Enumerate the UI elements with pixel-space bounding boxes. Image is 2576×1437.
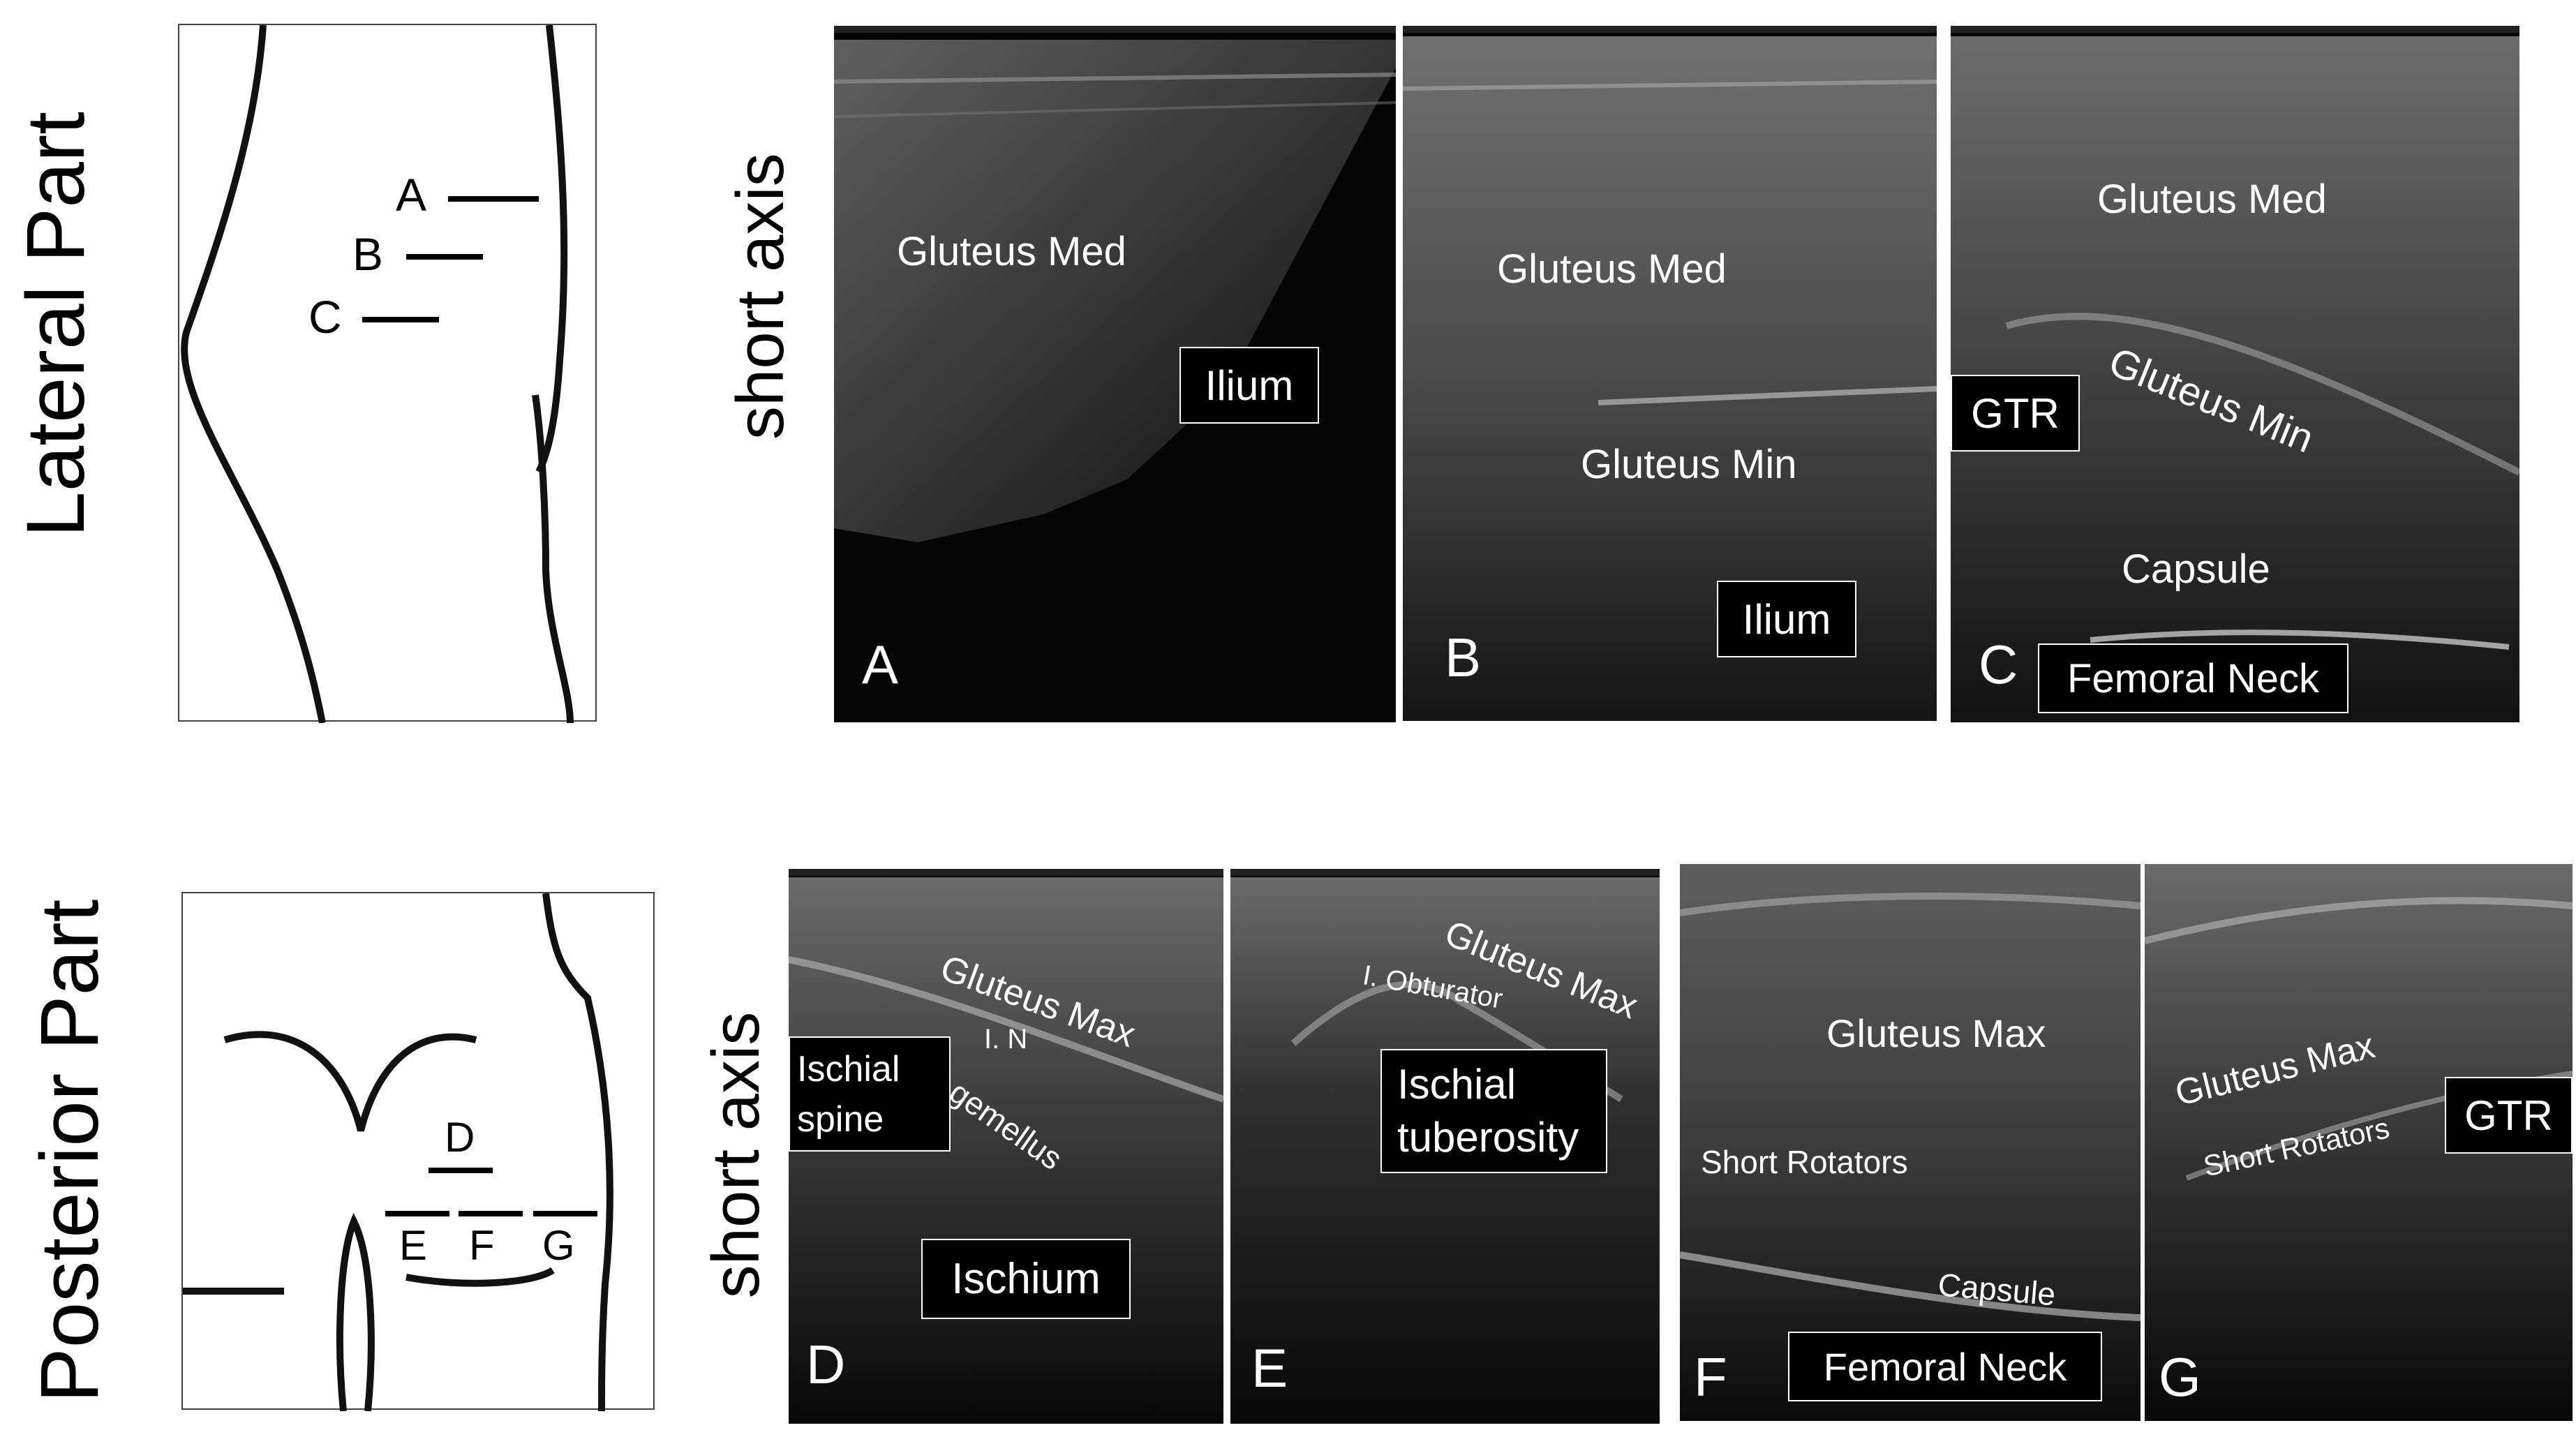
label-gluteus-med: Gluteus Med (1497, 246, 1727, 292)
ultrasound-image-a: Gluteus Med Ilium A (834, 26, 1396, 722)
label-ischial-tuberosity: Ischial tuberosity (1380, 1049, 1607, 1173)
label-gluteus-med: Gluteus Med (897, 229, 1126, 274)
marker-label-d: D (445, 1114, 475, 1161)
image-letter-b: B (1445, 627, 1482, 688)
ultrasound-image-e: Gluteus Max I. Obturator Ischial tuberos… (1230, 869, 1660, 1424)
label-gtr: GTR (1951, 375, 2080, 452)
lateral-section-title: Lateral Part (10, 112, 102, 537)
marker-label-e: E (399, 1222, 428, 1269)
label-short-rotators: Short Rotators (1701, 1144, 1908, 1180)
image-letter-c: C (1979, 634, 2018, 695)
label-i-n: I. N (984, 1024, 1028, 1055)
label-capsule: Capsule (2122, 546, 2270, 592)
label-gtr: GTR (2445, 1077, 2573, 1154)
marker-label-a: A (396, 169, 427, 221)
marker-label-g: G (542, 1222, 575, 1269)
image-letter-f: F (1694, 1346, 1727, 1408)
marker-label-f: F (469, 1222, 495, 1269)
ultrasound-image-g: Gluteus Max Short Rotators GTR G (2145, 864, 2573, 1421)
posterior-axis-label: short axis (699, 1011, 773, 1299)
ultrasound-image-f: Gluteus Max Short Rotators Capsule Femor… (1680, 864, 2141, 1421)
marker-line-g (533, 1211, 597, 1216)
lateral-body-outline-drawing (181, 25, 574, 723)
label-gluteus-max: Gluteus Max (1826, 1011, 2046, 1055)
image-letter-a: A (862, 634, 899, 695)
label-ischial-tuberosity-text: Ischial tuberosity (1397, 1061, 1579, 1161)
marker-line-a (448, 196, 539, 202)
marker-line-f (459, 1211, 523, 1216)
image-letter-e: E (1251, 1337, 1288, 1399)
posterior-hip-diagram: D E F G (181, 892, 655, 1411)
marker-line-b (406, 254, 483, 260)
ultrasound-image-b: Gluteus Med Gluteus Min Ilium B (1403, 26, 1937, 721)
posterior-section-title: Posterior Part (24, 899, 116, 1403)
lateral-axis-label: short axis (723, 153, 798, 440)
marker-line-c (362, 317, 439, 322)
label-ischial-spine: Ischial spine (789, 1036, 951, 1152)
label-gluteus-med: Gluteus Med (2097, 177, 2327, 222)
marker-line-e (385, 1211, 449, 1216)
ultrasound-image-c: Gluteus Med Gluteus Min GTR Capsule Femo… (1951, 26, 2519, 722)
label-ischium: Ischium (921, 1239, 1131, 1319)
label-gluteus-min: Gluteus Min (1581, 442, 1797, 487)
marker-line-d (429, 1168, 493, 1173)
lateral-hip-diagram: A B C (178, 24, 597, 723)
image-letter-d: D (806, 1334, 846, 1395)
marker-label-c: C (308, 291, 342, 343)
label-ilium: Ilium (1717, 581, 1856, 657)
label-ilium: Ilium (1179, 347, 1319, 424)
label-ischial-spine-text: Ischial spine (797, 1048, 900, 1140)
ultrasound-image-d: Gluteus Max I. N S. gemellus Ischial spi… (789, 869, 1223, 1424)
label-femoral-neck: Femoral Neck (1788, 1332, 2102, 1401)
image-letter-g: G (2159, 1346, 2201, 1408)
posterior-body-outline-drawing (183, 893, 613, 1411)
marker-label-b: B (352, 228, 384, 280)
label-femoral-neck: Femoral Neck (2038, 643, 2348, 713)
